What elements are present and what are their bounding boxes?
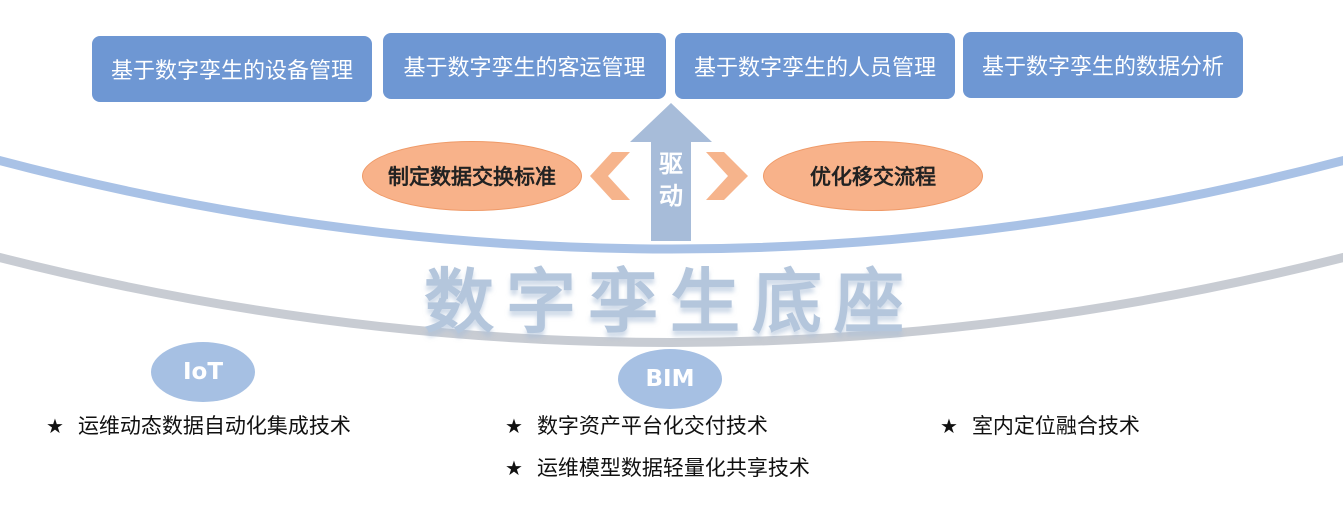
tech-item-label: 数字资产平台化交付技术 [536,414,768,438]
tech-item-label: 室内定位融合技术 [971,414,1140,438]
drive-char-1: 驱 [659,150,683,178]
star-icon: ★ [940,414,958,438]
box-equipment-management: 基于数字孪生的设备管理 [92,36,372,102]
right-chevron-icon [706,152,748,200]
star-icon: ★ [505,414,523,438]
box-data-analysis: 基于数字孪生的数据分析 [963,32,1243,98]
base-title: 数字孪生底座 [424,261,916,343]
tech-item-indoor-positioning: ★ 室内定位融合技术 [940,410,1140,440]
star-icon: ★ [505,456,523,480]
drive-char-2: 动 [659,182,683,210]
bim-bubble: BIM [618,349,722,409]
upper-arc [0,155,1343,254]
iot-bubble: IoT [151,342,255,402]
ellipse-data-exchange-standard: 制定数据交换标准 [362,141,582,211]
tech-item-bim-delivery: ★ 数字资产平台化交付技术 [505,410,768,440]
drive-arrow-icon [630,103,712,241]
tech-item-iot: ★ 运维动态数据自动化集成技术 [46,410,351,440]
star-icon: ★ [46,414,64,438]
box-personnel-management: 基于数字孪生的人员管理 [675,33,955,99]
box-passenger-management: 基于数字孪生的客运管理 [383,33,666,99]
drive-label: 驱 动 [651,148,691,212]
tech-item-bim-lightweight: ★ 运维模型数据轻量化共享技术 [505,452,810,482]
lower-arc [0,252,1343,347]
tech-item-label: 运维动态数据自动化集成技术 [77,414,351,438]
tech-item-label: 运维模型数据轻量化共享技术 [536,456,810,480]
left-chevron-icon [590,152,630,200]
ellipse-optimize-handover: 优化移交流程 [763,141,983,211]
